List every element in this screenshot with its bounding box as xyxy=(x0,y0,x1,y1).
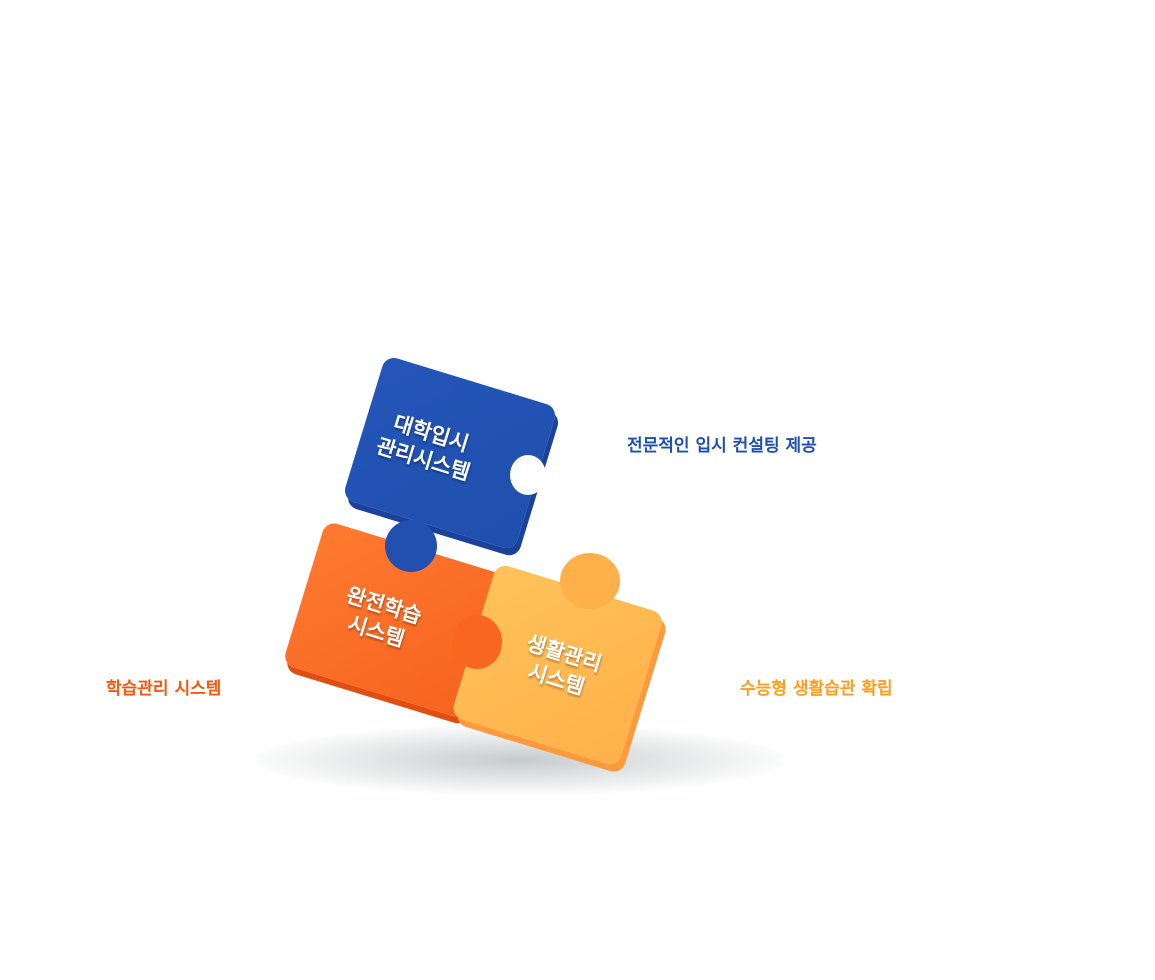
caption-admissions: 전문적인 입시 컨설팅 제공 xyxy=(627,436,817,456)
orange-tab xyxy=(452,615,502,669)
caption-learning: 학습관리 시스템 xyxy=(106,679,222,699)
caption-life: 수능형 생활습관 확립 xyxy=(740,679,893,699)
blue-tab xyxy=(385,520,437,572)
yellow-tab xyxy=(560,553,620,609)
blue-notch xyxy=(510,455,546,495)
